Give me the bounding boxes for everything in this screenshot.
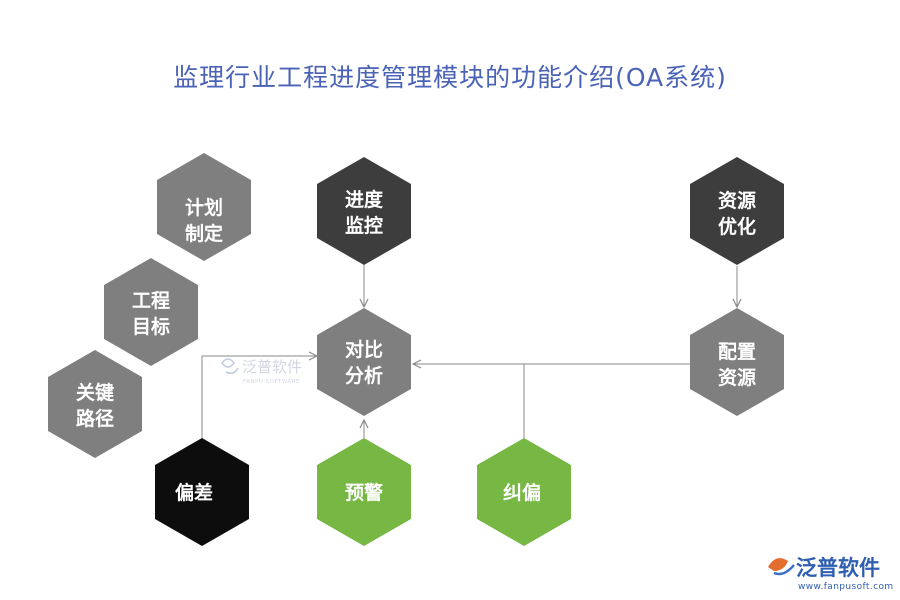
hex-deviation: 偏差 — [155, 438, 249, 546]
connector-deviation-to-compare — [201, 356, 317, 440]
center-watermark: 泛普软件 FANPU SOFTWARE — [220, 358, 302, 385]
hex-correct-label: 纠偏 — [503, 481, 541, 504]
hex-warning-label: 预警 — [345, 481, 383, 504]
hex-resopt-line2: 优化 — [718, 215, 756, 238]
hex-deviation-label: 偏差 — [175, 481, 213, 504]
brand-logo-url: www.fanpusoft.com — [798, 582, 894, 592]
brand-logo-icon — [768, 558, 795, 576]
brand-logo: 泛普软件 www.fanpusoft.com — [768, 556, 894, 592]
hex-resalloc-line2: 资源 — [718, 366, 756, 389]
hex-path: 关键 路径 — [48, 350, 142, 458]
brand-logo-name: 泛普软件 — [796, 556, 880, 580]
hex-plan-line2: 制定 — [185, 222, 223, 245]
watermark-logo-icon — [220, 358, 239, 375]
hex-compare-line1: 对比 — [345, 338, 383, 361]
hex-goal-line2: 目标 — [132, 316, 170, 338]
hex-correct: 纠偏 — [477, 438, 571, 546]
hex-compare: 对比 分析 — [317, 308, 411, 416]
hex-resopt: 资源 优化 — [690, 157, 784, 265]
hex-path-line1: 关键 — [76, 381, 114, 404]
hex-goal: 工程 目标 — [104, 258, 198, 366]
hex-progress: 进度 监控 — [317, 157, 411, 265]
hex-resopt-line1: 资源 — [718, 189, 756, 212]
hex-compare-line2: 分析 — [345, 364, 383, 387]
hex-progress-line2: 监控 — [345, 214, 383, 237]
hex-goal-line1: 工程 — [132, 290, 170, 312]
watermark-sub: FANPU SOFTWARE — [243, 379, 300, 385]
hex-progress-line1: 进度 — [345, 188, 384, 211]
hex-plan-line1: 计划 — [185, 196, 223, 219]
hex-path-line2: 路径 — [76, 407, 114, 430]
page-title: 监理行业工程进度管理模块的功能介绍(OA系统) — [173, 63, 727, 92]
hex-warning: 预警 — [317, 438, 411, 546]
hex-resalloc: 配置 资源 — [690, 308, 784, 416]
watermark-name: 泛普软件 — [242, 358, 302, 376]
hex-plan: 计划 制定 — [157, 153, 251, 261]
connectors — [201, 265, 737, 440]
hex-resalloc-line1: 配置 — [718, 341, 756, 363]
